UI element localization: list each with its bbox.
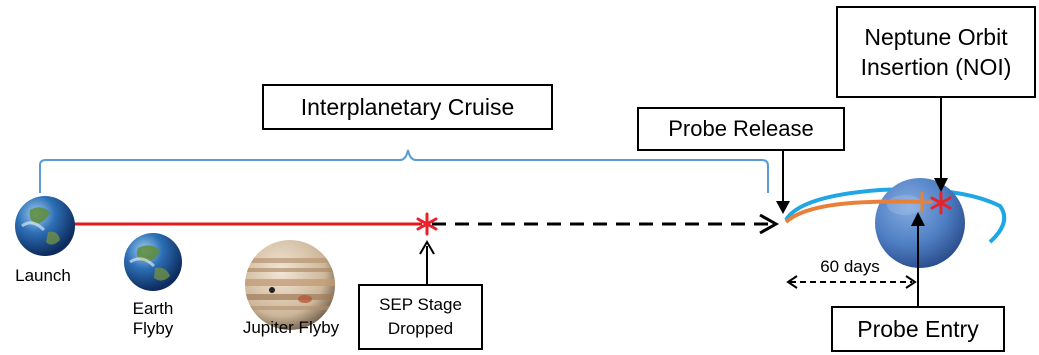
cruise-bracket xyxy=(39,149,769,193)
earth-flyby-line2: Flyby xyxy=(132,319,174,339)
probe-release-text: Probe Release xyxy=(668,116,814,142)
probe-release-label: Probe Release xyxy=(637,107,845,151)
earth-flyby-globe-icon xyxy=(124,233,182,291)
sep-pointer-arrowhead xyxy=(419,240,435,255)
sep-text-line2: Dropped xyxy=(387,319,454,338)
jupiter-planet-icon xyxy=(245,240,335,330)
probe-entry-marker-icon xyxy=(911,191,933,213)
probe-entry-arrowhead xyxy=(911,212,925,226)
noi-text-line2: Insertion (NOI) xyxy=(860,54,1012,80)
sixty-days-label: 60 days xyxy=(820,257,880,276)
earth-flyby-line1: Earth xyxy=(132,299,174,318)
cruise-arrowhead xyxy=(759,213,780,235)
probe-entry-trajectory xyxy=(784,199,923,224)
sixty-days-left-arrowhead xyxy=(786,275,798,289)
interplanetary-cruise-text: Interplanetary Cruise xyxy=(300,93,515,120)
noi-label: Neptune Orbit Insertion (NOI) xyxy=(836,6,1036,98)
probe-release-arrowhead xyxy=(776,201,790,214)
earth-flyby-label: Earth Flyby xyxy=(118,299,188,340)
launch-label: Launch xyxy=(15,266,71,285)
jupiter-flyby-label: Jupiter Flyby xyxy=(242,318,340,337)
noi-red-star-icon xyxy=(930,191,952,215)
noi-text-line1: Neptune Orbit xyxy=(864,23,1008,50)
interplanetary-cruise-label: Interplanetary Cruise xyxy=(262,84,553,130)
probe-entry-label: Probe Entry xyxy=(831,306,1005,352)
noi-arrowhead xyxy=(934,178,948,192)
probe-entry-text: Probe Entry xyxy=(857,315,979,342)
earth-globe-icon xyxy=(15,196,75,256)
sep-drop-red-star-icon xyxy=(416,212,438,236)
sixty-days-right-arrowhead xyxy=(905,275,917,289)
sep-text-line1: SEP Stage xyxy=(379,295,462,315)
sep-stage-dropped-label: SEP Stage Dropped xyxy=(358,284,483,350)
